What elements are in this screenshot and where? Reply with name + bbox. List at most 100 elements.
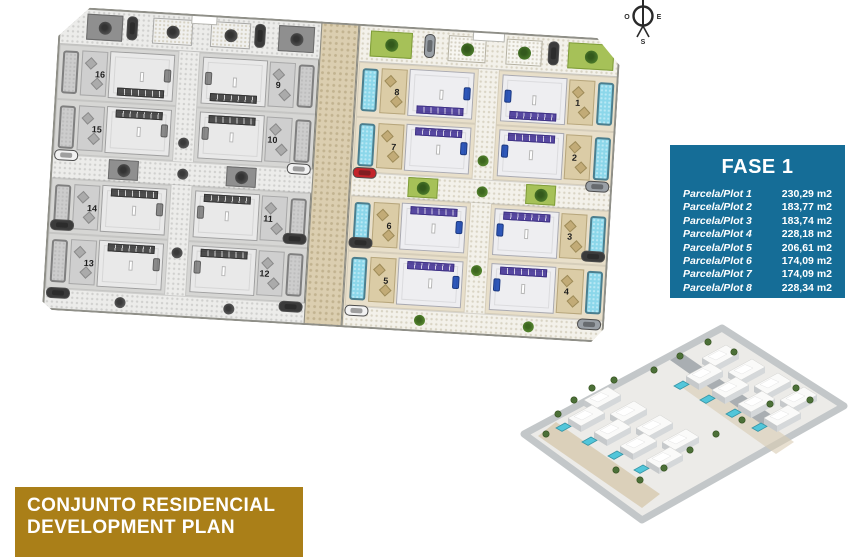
banner: CONJUNTO RESIDENCIAL DEVELOPMENT PLAN [15, 487, 303, 557]
aerial-3d-render [520, 324, 848, 524]
pool [357, 123, 376, 167]
terrace [567, 79, 596, 125]
house [200, 57, 268, 108]
plot-cell: 12 [185, 241, 308, 303]
plot-number: 4 [563, 285, 570, 297]
car-icon [254, 24, 266, 49]
plot-cell: 8 [356, 62, 479, 124]
plot-label: Parcela/Plot 1 [683, 188, 752, 200]
car-icon [424, 34, 436, 59]
parked-car-icon [156, 203, 164, 216]
parked-car-icon [201, 126, 209, 139]
sun-lounger-icon [79, 266, 92, 279]
site-plan: 16 9 15 10 14 11 13 12 [42, 6, 621, 343]
parked-car-icon [205, 71, 213, 84]
sun-lounger-icon [91, 77, 104, 90]
fase1-title: FASE 1 [721, 156, 794, 178]
sun-lounger-icon [574, 161, 587, 174]
tree-icon [384, 38, 398, 52]
plot-label: Parcela/Plot 2 [683, 201, 752, 214]
plot-area: 183,77 m2 [781, 201, 832, 214]
car-icon [344, 304, 369, 316]
house [96, 240, 164, 291]
tree-icon [517, 46, 531, 60]
banner-title-en: DEVELOPMENT PLAN [27, 517, 236, 538]
pool [596, 82, 615, 126]
solar-panels [117, 88, 164, 99]
skylight-icon [524, 228, 529, 238]
plot-number: 9 [275, 79, 282, 90]
plot-number: 14 [86, 202, 98, 214]
pool [293, 119, 312, 163]
house [104, 106, 172, 157]
pool [61, 50, 80, 94]
sun-lounger-icon [570, 240, 583, 253]
car-icon [126, 16, 138, 41]
sun-lounger-icon [87, 132, 100, 145]
sun-lounger-icon [567, 295, 580, 308]
plot-number: 16 [94, 68, 106, 80]
house [100, 185, 168, 236]
tree-icon [114, 297, 126, 309]
parked-car-icon [193, 260, 201, 273]
solar-panels [115, 110, 162, 121]
tree-icon [460, 42, 474, 56]
compass-east-label: E [657, 14, 662, 21]
skylight-icon [435, 144, 440, 154]
tree-icon [177, 168, 189, 180]
grass-square [407, 177, 438, 199]
pool [50, 239, 69, 283]
car-window [52, 290, 64, 296]
tree-icon [290, 32, 304, 46]
skylight-icon [431, 223, 436, 233]
pool [360, 68, 379, 112]
house [489, 263, 557, 314]
plot-cell: 5 [345, 251, 468, 313]
skylight-icon [439, 89, 444, 99]
solar-panels [415, 127, 462, 138]
parked-car-icon [460, 142, 468, 155]
plot-area: 174,09 m2 [781, 255, 832, 268]
terrace [267, 62, 296, 108]
car-icon [54, 149, 79, 161]
skylight-icon [131, 205, 136, 215]
tree-icon [223, 303, 235, 315]
parked-car-icon [455, 220, 463, 233]
entrance-gate [191, 13, 218, 26]
compass-south-label: S [641, 39, 646, 46]
sun-lounger-icon [382, 229, 395, 242]
car-window [284, 304, 296, 310]
car-icon [348, 237, 373, 249]
car-icon [547, 41, 559, 66]
solar-panels [111, 188, 158, 199]
car-window [257, 30, 263, 42]
solar-panels [416, 105, 463, 116]
tree-icon [166, 25, 180, 39]
car-window [56, 222, 68, 228]
house [497, 129, 565, 180]
tree-icon [178, 137, 190, 149]
house [399, 203, 467, 254]
parked-car-icon [463, 87, 471, 100]
parked-car-icon [493, 278, 501, 291]
sun-lounger-icon [267, 277, 280, 290]
parked-car-icon [496, 223, 504, 236]
car-window [288, 236, 300, 242]
fase1-row: Parcela/Plot 6 174,09 m2 [683, 255, 832, 267]
plot-label: Parcela/Plot 3 [683, 214, 752, 227]
sun-lounger-icon [379, 284, 392, 297]
car-window [587, 254, 599, 260]
plot-label: Parcela/Plot 6 [683, 255, 752, 268]
car-window [359, 170, 371, 176]
sun-lounger-icon [275, 144, 288, 157]
plot-label: Parcela/Plot 5 [683, 241, 752, 254]
plot-number: 7 [390, 141, 397, 152]
skylight-icon [224, 211, 229, 221]
sun-lounger-icon [387, 150, 400, 163]
plot-label: Parcela/Plot 8 [683, 281, 752, 294]
plot-cell: 10 [193, 107, 316, 169]
